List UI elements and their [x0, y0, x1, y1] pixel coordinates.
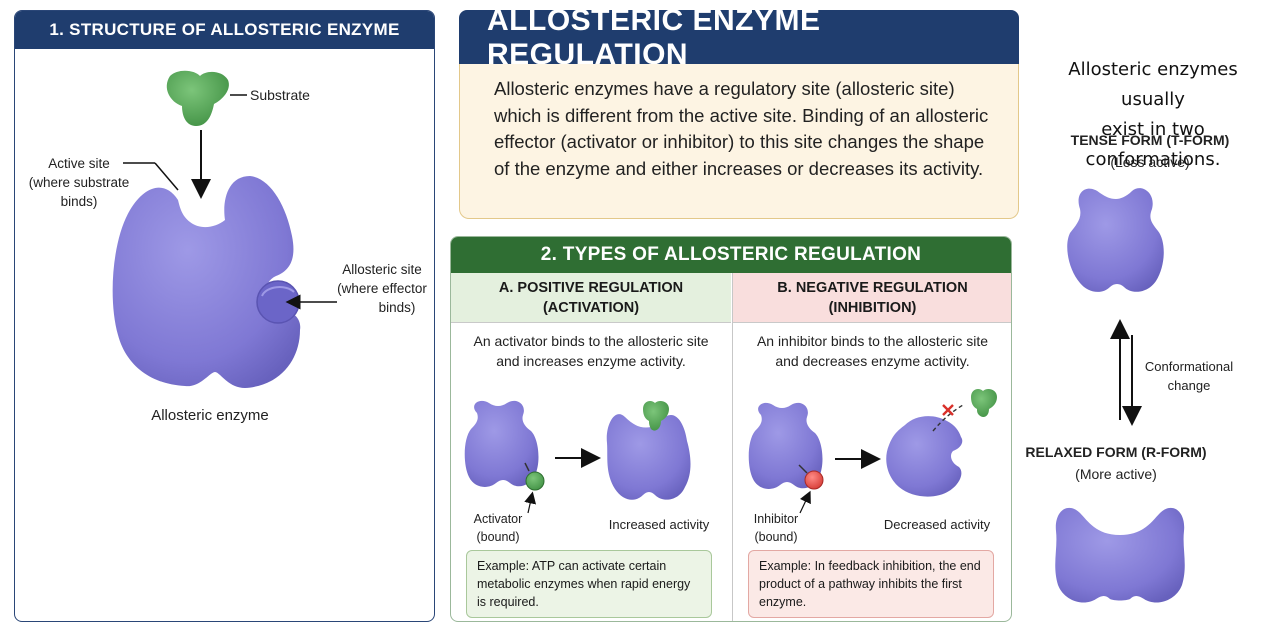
inhibition-diagram: [748, 389, 997, 514]
unbound-substrate-shape: [971, 389, 997, 417]
positive-example: Example: ATP can activate certain metabo…: [466, 550, 712, 618]
conformational-change-label: Conformational change: [1144, 359, 1234, 393]
activation-diagram: [464, 400, 691, 514]
increased-activity-label: Increased activity: [608, 517, 710, 532]
conformations-note: Allosteric enzymes usually exist in two …: [1068, 59, 1238, 170]
relaxed-form-title: RELAXED FORM (R-FORM): [1025, 444, 1207, 460]
relaxed-form-subtitle: (More active): [1075, 466, 1157, 482]
enzyme-before-inhibition-shape: [748, 402, 823, 489]
allosteric-enzyme-label: Allosteric enzyme: [151, 407, 269, 424]
active-site-label: Active site (where substrate binds): [28, 156, 130, 209]
negative-regulation-column: B. NEGATIVE REGULATION (INHIBITION) An i…: [732, 273, 1011, 621]
positive-regulation-column: A. POSITIVE REGULATION (ACTIVATION) An a…: [451, 273, 731, 621]
bound-substrate-shape: [643, 401, 669, 431]
intro-text: Allosteric enzymes have a regulatory sit…: [494, 78, 989, 179]
types-panel-title: 2. TYPES OF ALLOSTERIC REGULATION: [451, 237, 1011, 273]
negative-description: An inhibitor binds to the allosteric sit…: [756, 333, 989, 369]
allosteric-site-label: Allosteric site (where effector binds): [337, 262, 427, 315]
tense-form-title: TENSE FORM (T-FORM): [1070, 132, 1230, 148]
enzyme-inhibited-shape: [886, 416, 963, 497]
intro-box: Allosteric enzymes have a regulatory sit…: [459, 64, 1019, 219]
positive-regulation-heading: A. POSITIVE REGULATION (ACTIVATION): [451, 273, 731, 323]
positive-description: An activator binds to the allosteric sit…: [473, 333, 709, 369]
page-title: ALLOSTERIC ENZYME REGULATION: [459, 4, 1019, 71]
negative-example: Example: In feedback inhibition, the end…: [748, 550, 994, 618]
inhibitor-label: Inhibitor (bound): [753, 512, 799, 544]
inhibitor-molecule: [804, 470, 824, 490]
blocked-x-icon: [942, 404, 954, 416]
enzyme-active-shape: [606, 414, 691, 500]
decreased-activity-label: Decreased activity: [883, 517, 991, 532]
tense-form-enzyme-shape: [1067, 188, 1164, 292]
activator-molecule: [525, 471, 545, 491]
conformation-diagram: [1055, 188, 1185, 603]
structure-panel-title: 1. STRUCTURE OF ALLOSTERIC ENZYME: [15, 11, 434, 49]
substrate-label: Substrate: [250, 87, 310, 103]
structure-diagram: [112, 70, 337, 388]
negative-regulation-heading: B. NEGATIVE REGULATION (INHIBITION): [733, 273, 1011, 323]
allosteric-enzyme-shape: [112, 176, 301, 388]
substrate-shape: [166, 70, 229, 126]
structure-panel: 1. STRUCTURE OF ALLOSTERIC ENZYME: [14, 10, 435, 622]
enzyme-inactive-shape: [464, 400, 539, 487]
relaxed-form-enzyme-shape: [1055, 507, 1185, 603]
activator-label: Activator (bound): [473, 512, 523, 544]
tense-form-subtitle: (Less active): [1110, 154, 1190, 170]
